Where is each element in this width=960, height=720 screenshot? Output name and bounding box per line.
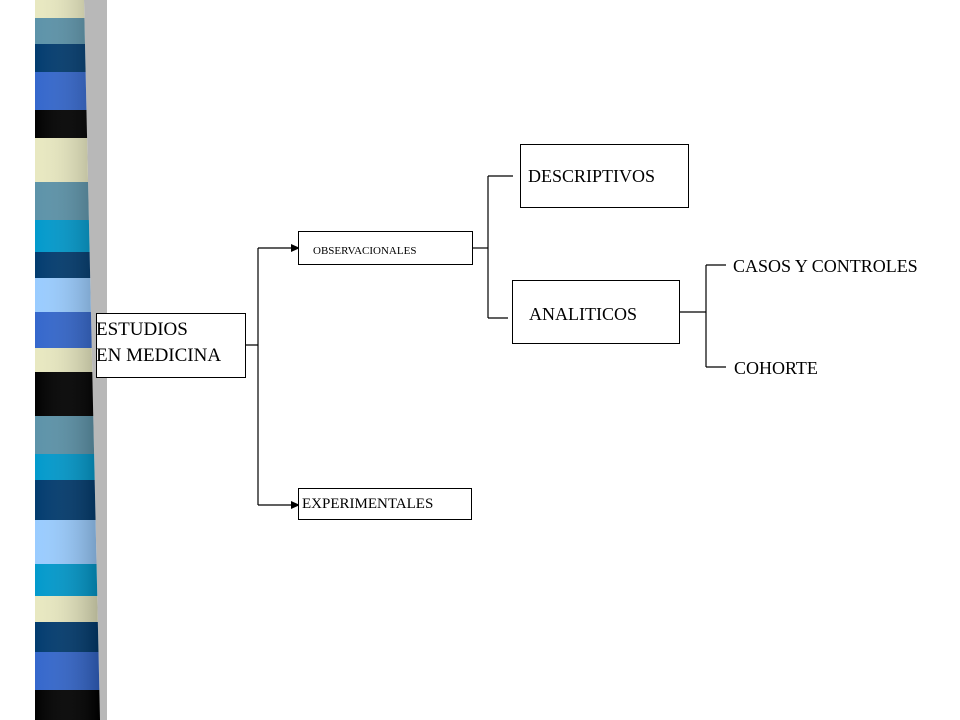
- node-estudios-en-medicina-label: ESTUDIOS EN MEDICINA: [96, 317, 221, 369]
- node-observacionales: [298, 231, 473, 265]
- stripe-shading: [33, 0, 100, 720]
- stripe-margin: [0, 0, 35, 720]
- root-line-1: ESTUDIOS: [96, 319, 188, 340]
- node-analiticos-label: ANALITICOS: [529, 304, 637, 324]
- node-cohorte-label: COHORTE: [734, 358, 818, 378]
- node-descriptivos: [520, 144, 689, 208]
- arrowhead-experimentales: [291, 501, 300, 509]
- node-experimentales-label: EXPERIMENTALES: [302, 496, 434, 512]
- node-estudios-en-medicina: [96, 313, 246, 378]
- node-descriptivos-label: DESCRIPTIVOS: [528, 166, 656, 186]
- node-observacionales-label: OBSERVACIONALES: [313, 245, 417, 257]
- node-experimentales: [298, 488, 472, 520]
- arrowhead-observacionales: [291, 244, 300, 252]
- decorative-stripe-bar: [0, 0, 107, 720]
- stripe-shadow: [84, 0, 107, 720]
- node-analiticos: [512, 280, 680, 344]
- root-line-2: EN MEDICINA: [96, 345, 222, 366]
- node-casos-y-controles-label: CASOS Y CONTROLES: [733, 256, 918, 276]
